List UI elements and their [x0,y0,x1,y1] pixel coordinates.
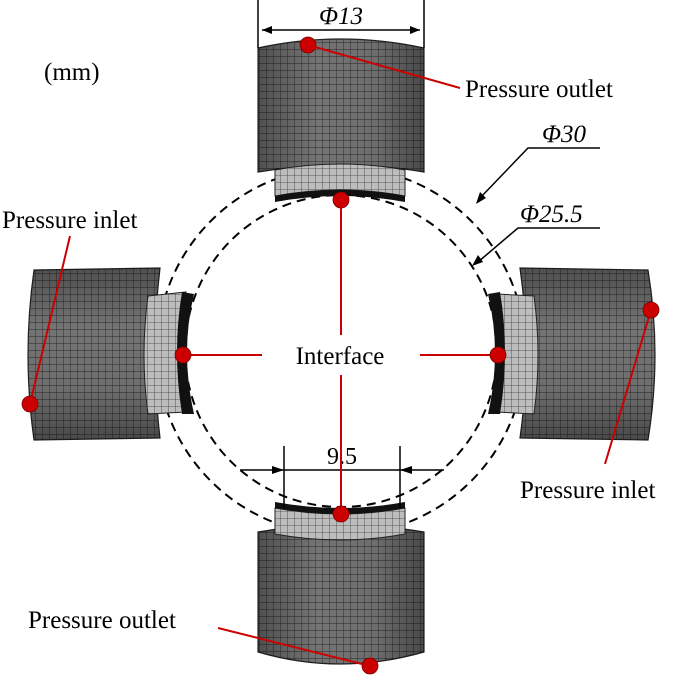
interface-lines [184,200,498,514]
marker-interface-left [174,346,192,364]
outlet-top-label: Pressure outlet [465,76,613,103]
leader-inlet-left [29,235,71,405]
marker-outlet-top [299,36,317,54]
leader-inlet-right [604,309,652,465]
marker-inlet-right [642,301,660,319]
inlet-right-label: Pressure inlet [520,477,655,504]
pipe-diameter-label: Φ13 [319,3,363,30]
inlet-left-label: Pressure inlet [2,207,137,234]
outer-circle-label: Φ30 [542,121,587,148]
pipe-bottom-outlet [257,502,425,665]
leader-outlet-top [307,44,461,89]
pipe-right-inlet [488,267,656,441]
markers [21,36,660,675]
dimension-pipe-diameter [257,0,425,48]
inner-circle-label: Φ25.5 [520,201,583,228]
marker-outlet-bottom [361,657,379,675]
leader-outer-circle [476,147,600,204]
marker-interface-top [332,191,350,209]
marker-inlet-left [21,395,39,413]
marker-interface-bottom [332,505,350,523]
leader-inner-circle [472,227,600,266]
units-label: (mm) [44,59,100,86]
pipe-left-inlet [27,267,194,441]
outlet-bottom-label: Pressure outlet [28,607,176,634]
leader-outlet-bottom [217,627,371,667]
interface-label: Interface [296,343,385,370]
marker-interface-right [489,346,507,364]
pipe-top-outlet [257,38,425,202]
